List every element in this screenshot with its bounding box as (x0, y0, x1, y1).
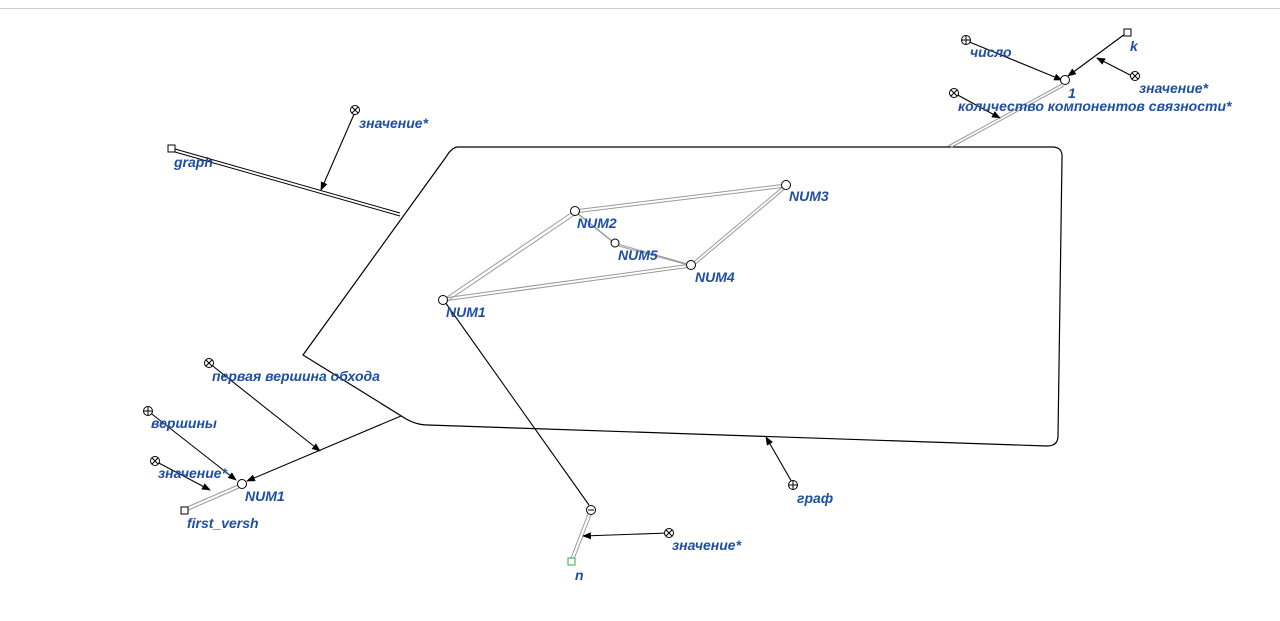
components-node[interactable] (949, 88, 959, 98)
num2-label: NUM2 (577, 215, 617, 231)
k-label: k (1130, 38, 1139, 54)
top-toolbar-edge (0, 0, 1280, 9)
n-square-node[interactable] (567, 557, 576, 566)
value-top-left-arrow[interactable] (320, 111, 356, 191)
num1-left-label: NUM1 (245, 488, 285, 504)
graph-to-contour-arc[interactable] (174, 148, 401, 217)
value-top-left-label: значение* (359, 115, 429, 131)
num4-label: NUM4 (695, 269, 735, 285)
components-label: количество компонентов связности* (958, 98, 1232, 114)
first-vertex-rel-label: первая вершина обхода (212, 368, 380, 384)
one-node[interactable] (1060, 75, 1070, 85)
k-arrow[interactable] (1067, 33, 1126, 77)
value-bottom-label: значение* (672, 537, 742, 553)
chislo-label: число (970, 44, 1012, 60)
value-top-right-label: значение* (1139, 80, 1209, 96)
value-bottom-node[interactable] (664, 528, 674, 538)
value-left-arrow[interactable] (154, 460, 211, 491)
bottom-minus-node[interactable] (586, 505, 596, 515)
one-label: 1 (1068, 85, 1076, 101)
components-value-arrow[interactable] (953, 92, 1001, 119)
graf-arrow[interactable] (765, 436, 794, 485)
num5-label: NUM5 (618, 247, 658, 263)
k-square-node[interactable] (1123, 28, 1132, 37)
value-left-node[interactable] (150, 456, 160, 466)
vertices-label: вершины (151, 415, 217, 431)
first-vertex-rel-arrow[interactable] (208, 362, 321, 452)
value-left-label: значение* (158, 465, 228, 481)
graf-label: граф (797, 490, 833, 506)
num1-label: NUM1 (446, 304, 486, 320)
num4-node[interactable] (686, 260, 696, 270)
chislo-node[interactable] (961, 35, 971, 45)
first-versh-label: first_versh (187, 515, 259, 531)
num5-node[interactable] (610, 238, 620, 248)
value-bottom-arrow[interactable] (582, 532, 669, 540)
components-arc[interactable] (947, 83, 1065, 149)
n-arc[interactable] (570, 513, 592, 560)
graph-square-node[interactable] (167, 144, 176, 153)
graph-contour[interactable] (302, 146, 1063, 447)
inner-graph-edges (443, 183, 788, 303)
first-vertex-link[interactable] (246, 415, 402, 482)
graph-label: graph (173, 154, 213, 170)
vertices-arrow[interactable] (147, 410, 237, 481)
num2-node[interactable] (570, 206, 580, 216)
num1-node[interactable] (438, 295, 448, 305)
value-top-left-node[interactable] (350, 105, 360, 115)
first-versh-square-node[interactable] (180, 506, 189, 515)
num1-left-node[interactable] (237, 479, 247, 489)
vertices-node[interactable] (143, 406, 153, 416)
chislo-arrow[interactable] (966, 40, 1063, 81)
first-vertex-rel-node[interactable] (204, 358, 214, 368)
n-label: n (575, 567, 584, 583)
graf-node[interactable] (788, 480, 798, 490)
num1-to-n-line[interactable] (444, 301, 590, 506)
value-top-right-arrow[interactable] (1096, 57, 1135, 78)
value-top-right-node[interactable] (1130, 71, 1140, 81)
num3-label: NUM3 (789, 188, 829, 204)
num3-node[interactable] (781, 180, 791, 190)
first-versh-arc[interactable] (184, 484, 240, 512)
